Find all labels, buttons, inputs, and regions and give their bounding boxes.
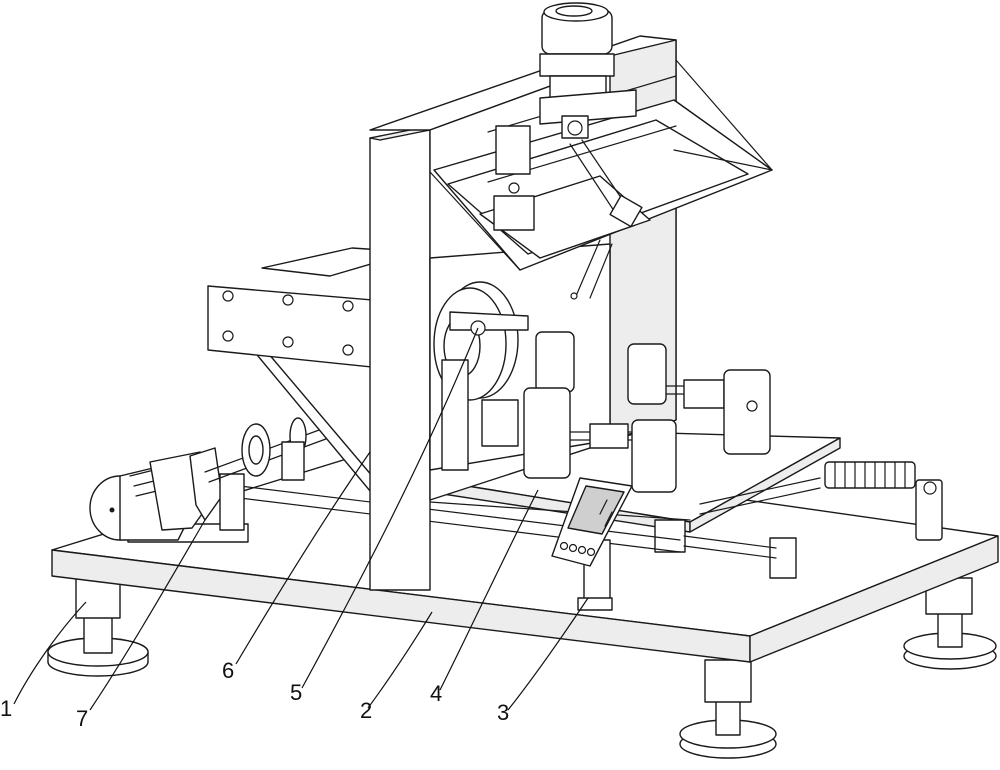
base-plate: [51, 447, 999, 663]
upper-carriage: [429, 59, 773, 300]
label-5: 5: [290, 680, 302, 705]
leader-lines: [13, 327, 589, 711]
feet: [47, 577, 997, 759]
label-3: 3: [497, 700, 509, 725]
spindle-motor: [539, 2, 637, 139]
part-labels: 1 2 3 4 5 6 7: [0, 658, 509, 731]
label-1: 1: [0, 696, 12, 721]
label-6: 6: [222, 658, 234, 683]
label-2: 2: [360, 698, 372, 723]
spring-guide: [699, 461, 943, 541]
grinding-wheel: [433, 281, 529, 471]
label-4: 4: [430, 681, 442, 706]
control-panel: [551, 477, 633, 611]
drive-motor: [89, 447, 249, 543]
clamp-blocks: [523, 331, 771, 493]
label-7: 7: [76, 706, 88, 731]
